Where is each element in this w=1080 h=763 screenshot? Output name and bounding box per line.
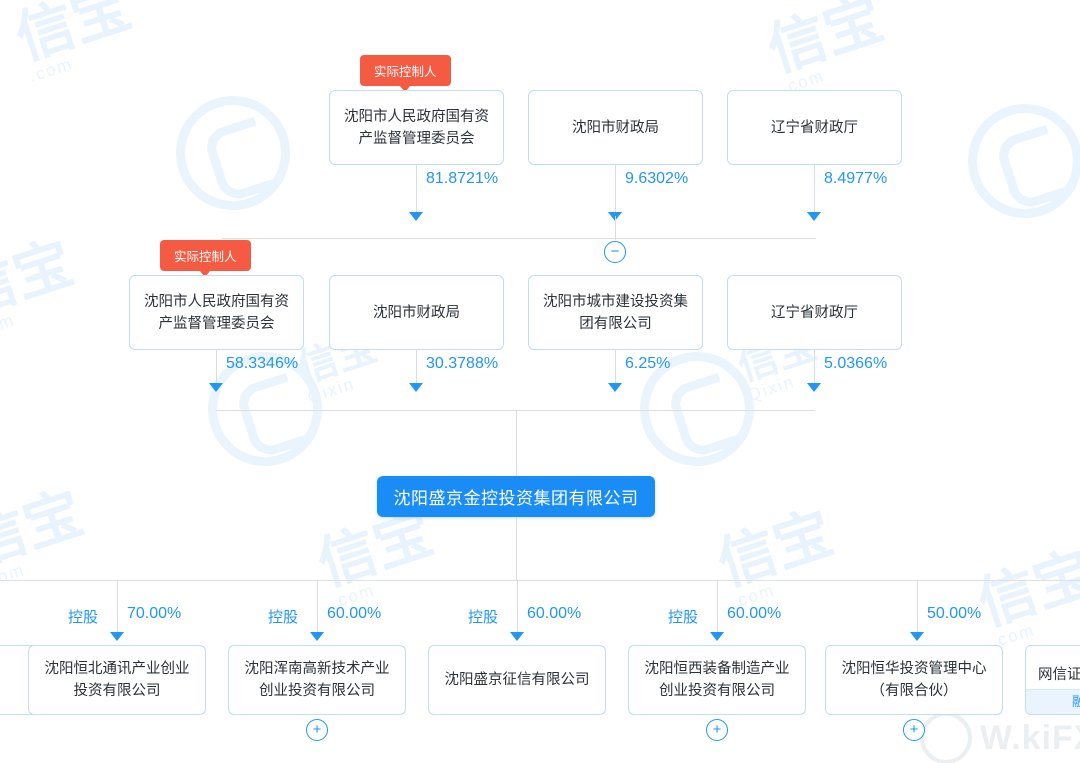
- node-label-line2: 创业投资有限公司: [259, 683, 375, 699]
- connector-arrow: [807, 383, 821, 392]
- connector-arrow: [310, 632, 324, 641]
- watermark-brand: 信宝.com: [710, 500, 841, 613]
- node-label-line1: 沈阳市城市建设投资集: [543, 293, 688, 310]
- watermark-ring-icon: [953, 89, 1080, 233]
- percent-label-level3-3: 60.00%: [527, 605, 582, 622]
- connector-line: [517, 580, 518, 635]
- watermark-brand: 信宝.com: [760, 0, 891, 99]
- center-company-label: 沈阳盛京金控投资集团有限公司: [393, 489, 639, 508]
- node-label-line2: 创业投资有限公司: [659, 683, 775, 699]
- expand-toggle-level3-2[interactable]: +: [306, 719, 328, 741]
- node-level3-3[interactable]: 沈阳盛京征信有限公司: [428, 645, 606, 715]
- connector-line: [717, 580, 718, 635]
- connector-line: [615, 216, 616, 240]
- node-label-line1: 沈阳市人民政府国有资: [144, 293, 289, 310]
- node-label-line1: 沈阳恒北通讯产业创业: [44, 661, 190, 677]
- node-label-line1: 沈阳盛京征信有限公司: [444, 672, 590, 688]
- relation-label-level3-2: 控股: [268, 609, 299, 626]
- node-level3-partial-right[interactable]: 网信证 融资: [1025, 645, 1080, 715]
- node-label-line1: 沈阳恒华投资管理中心: [841, 661, 987, 677]
- percent-label-level3-4: 60.00%: [727, 605, 782, 622]
- node-level3-4[interactable]: 沈阳恒西装备制造产业 创业投资有限公司: [628, 645, 806, 715]
- connector-bus: [222, 238, 816, 239]
- connector-line: [516, 517, 517, 580]
- percent-label-level3-2: 60.00%: [327, 605, 382, 622]
- connector-line: [317, 580, 318, 635]
- collapse-toggle-level2-2[interactable]: −: [604, 241, 626, 263]
- connector-arrow: [710, 632, 724, 641]
- percent-label-level3-5: 50.00%: [927, 605, 982, 622]
- expand-toggle-level3-4[interactable]: +: [706, 719, 728, 741]
- node-label-line1: 沈阳恒西装备制造产业: [644, 661, 790, 677]
- connector-arrow: [608, 383, 622, 392]
- watermark-brand: 信宝.com: [310, 500, 441, 613]
- node-label-line1: 辽宁省财政厅: [771, 304, 858, 321]
- node-label-line1: 沈阳市财政局: [572, 119, 659, 136]
- watermark-brand: 信宝.com: [970, 540, 1080, 653]
- node-footer-tag: 融资: [1026, 689, 1080, 714]
- badge-actual-controller: 实际控制人: [360, 55, 451, 92]
- watermark-brand: 信宝.com: [0, 230, 81, 343]
- expand-toggle-level3-5[interactable]: +: [903, 719, 925, 741]
- node-level3-1[interactable]: 沈阳恒北通讯产业创业 投资有限公司: [28, 645, 206, 715]
- connector-line: [917, 580, 918, 635]
- node-level1-2[interactable]: 辽宁省财政厅: [727, 90, 902, 165]
- percent-label-level3-1: 70.00%: [127, 605, 182, 622]
- node-level2-3[interactable]: 辽宁省财政厅: [727, 275, 902, 350]
- connector-line: [516, 410, 517, 476]
- percent-label-level2-1: 30.3788%: [426, 355, 499, 372]
- connector-arrow: [209, 383, 223, 392]
- connector-line: [615, 165, 616, 216]
- connector-line: [814, 350, 815, 386]
- percent-label-level1-1: 9.6302%: [625, 170, 689, 187]
- percent-label-level2-0: 58.3346%: [226, 355, 299, 372]
- connector-arrow: [910, 632, 924, 641]
- watermark-ring-icon: [161, 81, 305, 225]
- watermark-brand: 信宝.com: [8, 0, 139, 87]
- connector-line: [117, 580, 118, 635]
- connector-arrow: [807, 212, 821, 221]
- badge-actual-controller: 实际控制人: [160, 240, 251, 277]
- node-label-line1: 沈阳市人民政府国有资: [344, 108, 489, 125]
- watermark-brand: 信宝.com: [0, 480, 91, 593]
- node-level1-1[interactable]: 沈阳市财政局: [528, 90, 703, 165]
- connector-arrow: [110, 632, 124, 641]
- node-level3-5[interactable]: 沈阳恒华投资管理中心 （有限合伙）: [825, 645, 1003, 715]
- connector-line: [615, 350, 616, 386]
- node-level2-2[interactable]: 沈阳市城市建设投资集 团有限公司: [528, 275, 703, 350]
- percent-label-level1-0: 81.8721%: [426, 170, 499, 187]
- connector-line: [814, 165, 815, 216]
- connector-arrow: [510, 632, 524, 641]
- node-label-line2: 产监督管理委员会: [358, 130, 475, 147]
- connector-line: [416, 165, 417, 216]
- relation-label-level3-3: 控股: [468, 609, 499, 626]
- connector-line: [216, 350, 217, 386]
- node-level2-0[interactable]: 沈阳市人民政府国有资 产监督管理委员会: [129, 275, 304, 350]
- relation-label-level3-4: 控股: [668, 609, 699, 626]
- percent-label-level2-2: 6.25%: [625, 355, 671, 372]
- node-level3-2[interactable]: 沈阳浑南高新技术产业 创业投资有限公司: [228, 645, 406, 715]
- node-label-line1: 网信证: [1038, 667, 1080, 683]
- watermark-wikifx: W.kiFX: [920, 712, 1080, 763]
- connector-bus: [216, 410, 815, 411]
- connector-arrow: [409, 383, 423, 392]
- node-label-line2: 团有限公司: [579, 315, 652, 332]
- relation-label-level3-1: 控股: [68, 609, 99, 626]
- node-label-line1: 辽宁省财政厅: [771, 119, 858, 136]
- node-level2-1[interactable]: 沈阳市财政局: [329, 275, 504, 350]
- percent-label-level2-3: 5.0366%: [824, 355, 888, 372]
- node-level1-0[interactable]: 沈阳市人民政府国有资 产监督管理委员会: [329, 90, 504, 165]
- node-label-line2: （有限合伙）: [870, 683, 958, 699]
- node-label-line2: 产监督管理委员会: [158, 315, 275, 332]
- connector-line: [416, 350, 417, 386]
- center-company-node[interactable]: 沈阳盛京金控投资集团有限公司: [377, 476, 655, 517]
- node-label-line1: 沈阳市财政局: [373, 304, 460, 321]
- connector-bus-bottom: [0, 580, 1080, 581]
- percent-label-level1-2: 8.4977%: [824, 170, 888, 187]
- connector-arrow: [409, 212, 423, 221]
- node-label-line2: 投资有限公司: [73, 683, 161, 699]
- node-label-line1: 沈阳浑南高新技术产业: [244, 661, 390, 677]
